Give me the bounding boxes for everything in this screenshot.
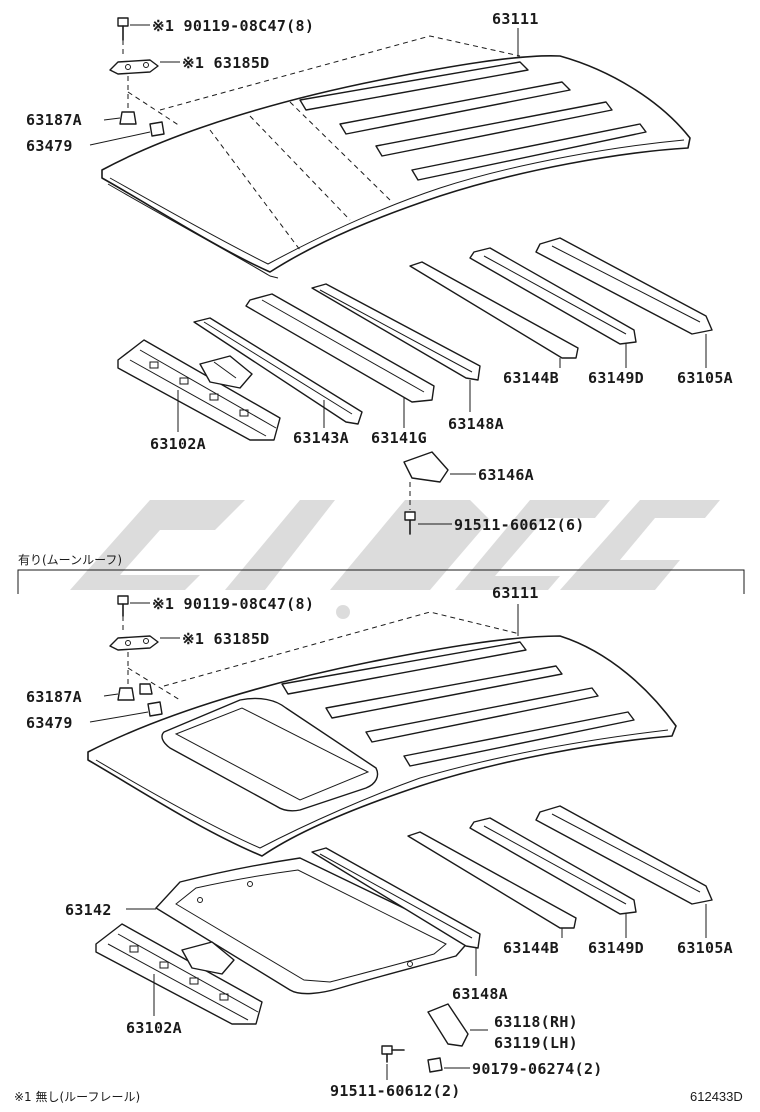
clip-63479-icon: [147, 701, 163, 717]
label-bolt-90119: ※1 90119-08C47(8): [152, 17, 314, 35]
label-header-63102a-lower: 63102A: [126, 1019, 182, 1037]
watermark: [70, 500, 720, 619]
label-rail-63144b-lower: 63144B: [503, 939, 559, 957]
front-header-63102a: [95, 923, 263, 1025]
label-bracket-63118-rh: 63118(RH): [494, 1013, 578, 1031]
label-bow-63148a-lower: 63148A: [452, 985, 508, 1003]
footnote: ※1 無し(ルーフレール): [14, 1089, 140, 1104]
label-header-63102a: 63102A: [150, 435, 206, 453]
roof-rail-63144b: [409, 261, 579, 359]
label-bracket-63146a: 63146A: [478, 466, 534, 484]
label-bow-63141g: 63141G: [371, 429, 427, 447]
label-rail-63144b: 63144B: [503, 369, 559, 387]
roof-rail-bracket: [109, 635, 159, 651]
label-clip-63187a-lower: 63187A: [26, 688, 82, 706]
bolt-icon: [117, 595, 129, 634]
label-bolt-90119-lower: ※1 90119-08C47(8): [152, 595, 314, 613]
label-rail-63149d: 63149D: [588, 369, 644, 387]
clip-63187a-icon: [117, 687, 135, 701]
drawing-code: 612433D: [690, 1089, 743, 1104]
label-bow-63143a: 63143A: [293, 429, 349, 447]
roof-panel-moonroof: [87, 635, 677, 857]
nut-icon: [427, 1057, 443, 1073]
leader-line: [103, 117, 121, 121]
bracket-63146a: [403, 451, 449, 483]
label-clip-63479: 63479: [26, 137, 73, 155]
screw-icon: [404, 511, 416, 535]
roof-bow-63143a: [193, 317, 363, 425]
front-header-63102a: [117, 339, 281, 441]
label-bracket-63119-lh: 63119(LH): [494, 1034, 578, 1052]
label-rail-63105a-lower: 63105A: [677, 939, 733, 957]
label-rail-63105a: 63105A: [677, 369, 733, 387]
clip-63479-icon: [149, 121, 165, 137]
roof-rail-63149d: [469, 817, 637, 915]
label-nut-90179: 90179-06274(2): [472, 1060, 603, 1078]
upper-diagram: ※1 90119-08C47(8) ※1 63185D 63187A 63479: [26, 10, 733, 535]
moonroof-section-note: 有り(ムーンルーフ): [18, 553, 122, 567]
label-bracket-63185d: ※1 63185D: [182, 54, 270, 72]
label-rail-63149d-lower: 63149D: [588, 939, 644, 957]
screw-icon: [381, 1045, 405, 1063]
roof-rail-63105a: [535, 237, 713, 335]
roof-rail-63149d: [469, 247, 637, 345]
lower-diagram: ※1 90119-08C47(8) ※1 63185D 63187A 63479: [26, 584, 733, 1100]
bolt-icon: [117, 17, 129, 58]
clip-63187a-icon: [119, 111, 137, 125]
label-screw-91511-upper: 91511-60612(6): [454, 516, 585, 534]
leader-line: [103, 693, 119, 697]
label-screw-91511-lower: 91511-60612(2): [330, 1082, 461, 1100]
label-bow-63148a: 63148A: [448, 415, 504, 433]
roof-bow-63141g: [245, 293, 435, 403]
label-clip-63479-lower: 63479: [26, 714, 73, 732]
label-roof-panel-63111-lower: 63111: [492, 584, 539, 602]
label-roof-panel-63111: 63111: [492, 10, 539, 28]
roof-panel: [101, 54, 691, 279]
leader-line: [89, 131, 151, 146]
roof-rail-63105a: [535, 805, 713, 905]
label-clip-63187a: 63187A: [26, 111, 82, 129]
roof-rail-bracket: [109, 59, 159, 75]
leader-line: [89, 711, 149, 723]
bracket-63118-63119: [427, 1003, 469, 1047]
section-bracket-line: [17, 569, 745, 594]
label-bracket-63185d-lower: ※1 63185D: [182, 630, 270, 648]
roof-rail-63144b: [407, 831, 577, 929]
sunroof-frame-63142: [155, 847, 481, 995]
label-frame-63142: 63142: [65, 901, 112, 919]
